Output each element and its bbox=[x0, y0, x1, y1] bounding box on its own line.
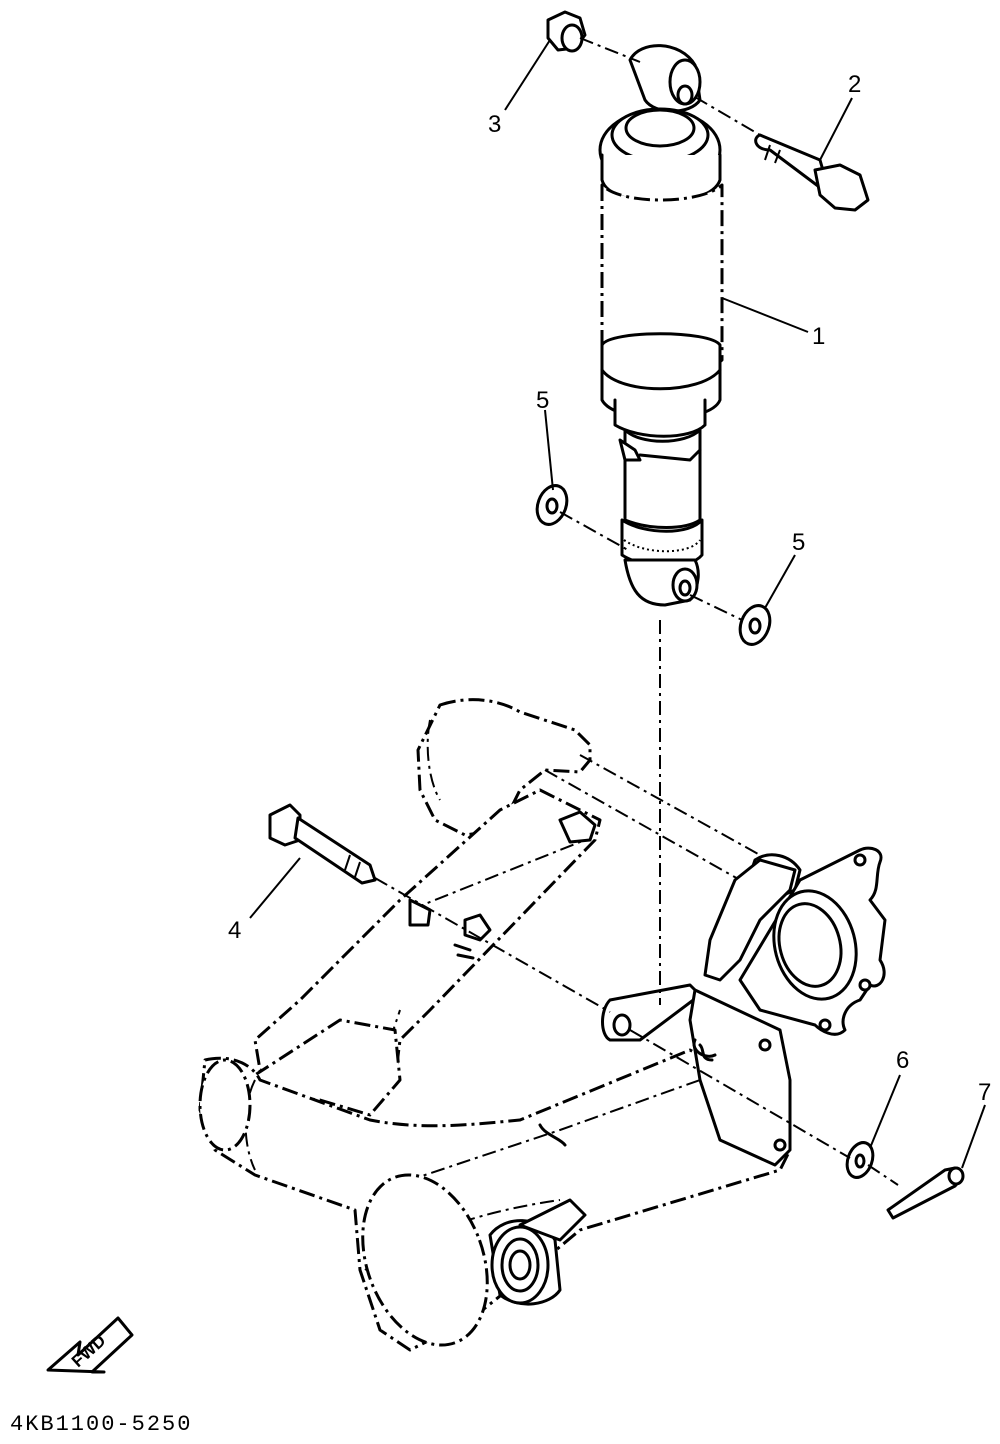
upper-nut bbox=[546, 10, 587, 53]
callout-4: 4 bbox=[228, 917, 241, 944]
assembly-lines bbox=[374, 37, 899, 1186]
callout-7: 7 bbox=[978, 1079, 991, 1106]
callout-2: 2 bbox=[848, 71, 861, 98]
fwd-arrow: FWD bbox=[46, 1316, 134, 1374]
leader-lines bbox=[249, 39, 986, 1169]
callout-5-left: 5 bbox=[536, 387, 549, 414]
callout-5-right: 5 bbox=[792, 529, 805, 556]
swingarm bbox=[198, 698, 887, 1352]
washer-right bbox=[738, 604, 772, 646]
upper-bolt bbox=[754, 133, 870, 212]
shock-absorber bbox=[598, 44, 724, 607]
washer-lower bbox=[845, 1141, 875, 1179]
washer-left bbox=[535, 484, 569, 526]
callout-1: 1 bbox=[812, 323, 825, 350]
callouts: 1 2 3 4 5 5 6 7 bbox=[228, 71, 991, 1106]
callout-3: 3 bbox=[488, 111, 501, 138]
diagram-code: 4KB1100-5250 bbox=[10, 1412, 192, 1437]
cotter-pin bbox=[886, 1166, 965, 1220]
callout-6: 6 bbox=[896, 1047, 909, 1074]
pivot-bolt bbox=[268, 803, 377, 885]
